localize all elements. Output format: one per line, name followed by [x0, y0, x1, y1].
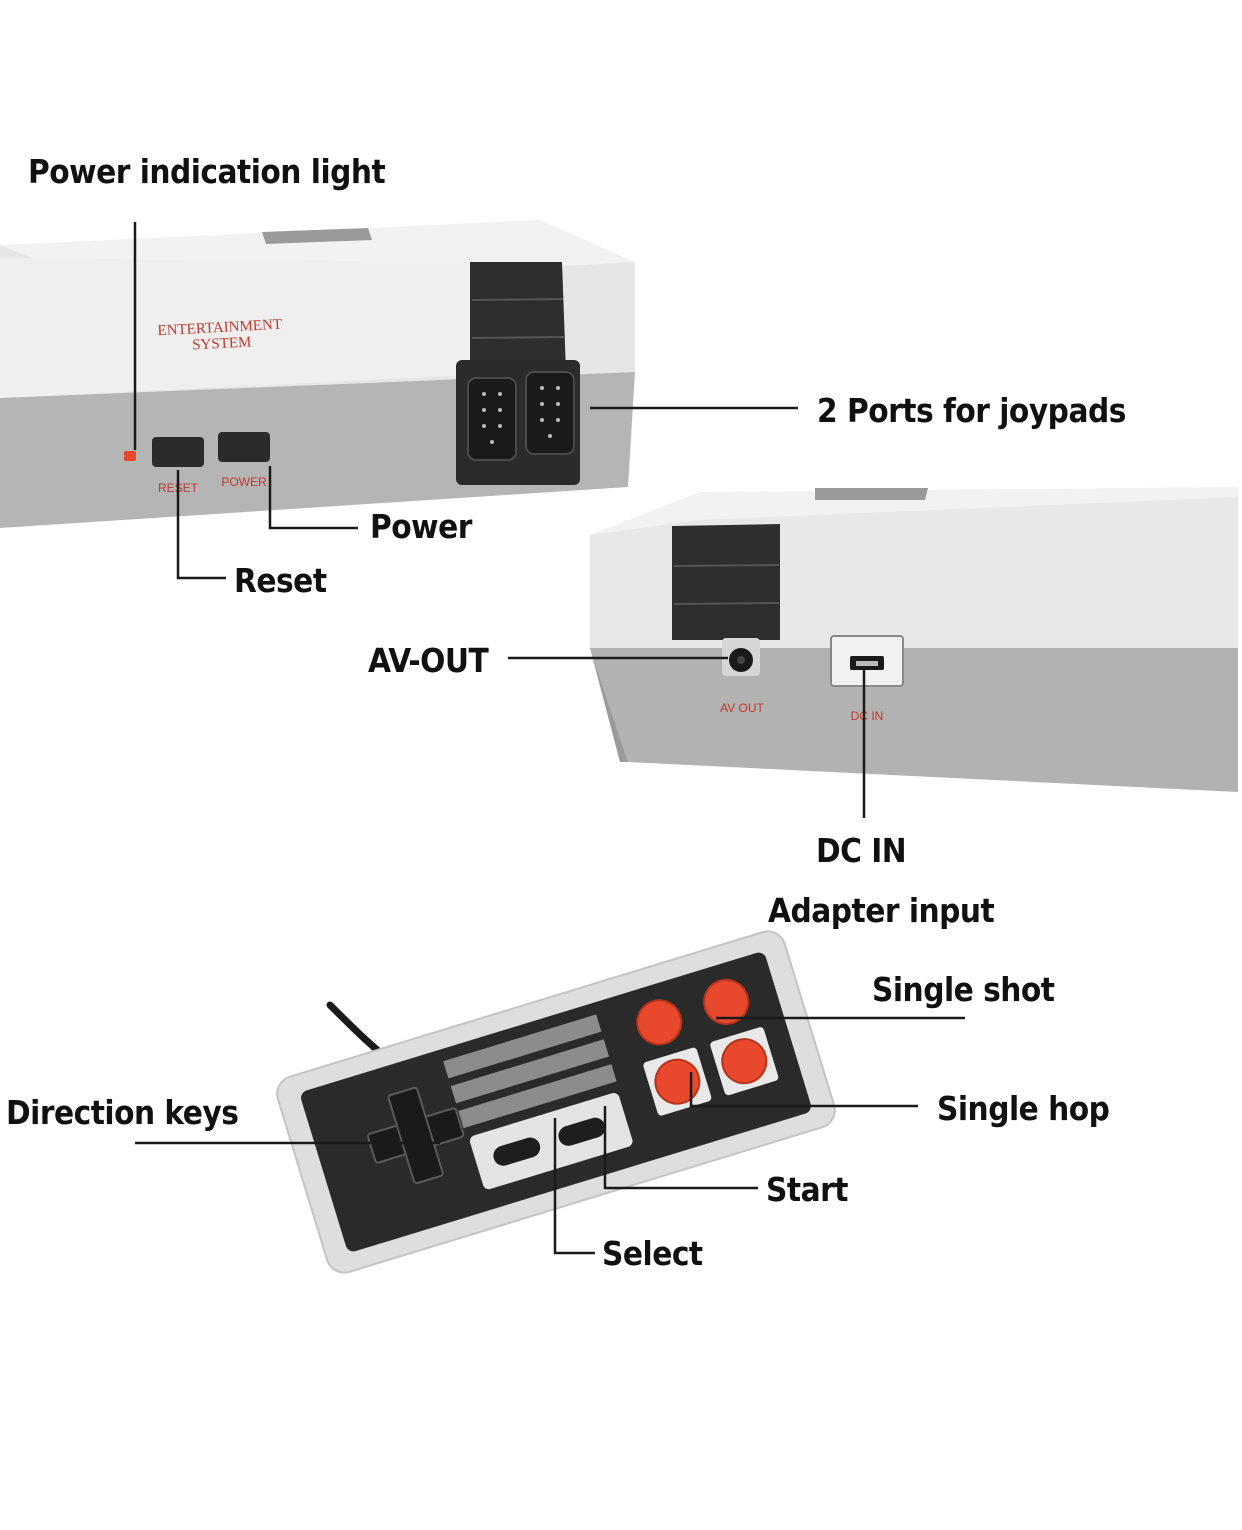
leader-select	[553, 1118, 595, 1255]
hop-button	[654, 1058, 701, 1105]
turbo-shot-button	[703, 978, 750, 1025]
joypad-port-1	[467, 377, 517, 461]
label-joypad-ports: 2 Ports for joypads	[817, 391, 1126, 430]
leader-start	[603, 1106, 758, 1190]
label-single-hop: Single hop	[937, 1089, 1110, 1128]
console-back-illustration: AV OUT DC IN	[590, 487, 1238, 792]
label-dc-in: DC IN	[816, 831, 907, 870]
power-button	[218, 432, 270, 462]
label-adapter-input: Adapter input	[768, 891, 995, 930]
av-port-label: AV OUT	[720, 701, 764, 715]
power-button-label: POWER	[221, 475, 267, 489]
turbo-hop-button	[636, 999, 683, 1046]
label-select: Select	[602, 1234, 703, 1273]
reset-button	[152, 437, 204, 467]
controller-illustration	[276, 930, 836, 1274]
leader-single-hop	[689, 1072, 918, 1108]
direction-pad	[367, 1086, 465, 1185]
select-button	[493, 1137, 541, 1166]
brand-line-1: ENTERTAINMENT	[157, 317, 282, 339]
label-single-shot: Single shot	[872, 970, 1055, 1009]
power-indicator-led	[124, 451, 136, 461]
label-av-out: AV-OUT	[368, 641, 489, 680]
shot-button	[721, 1038, 768, 1085]
leader-lines	[133, 222, 965, 1255]
dc-port-label: DC IN	[851, 709, 884, 723]
joypad-port-2	[525, 371, 575, 455]
brand-line-2: SYSTEM	[192, 334, 252, 353]
select-start-panel	[469, 1093, 633, 1190]
label-power-indication-light: Power indication light	[28, 152, 386, 191]
leader-power	[268, 466, 358, 530]
label-power: Power	[370, 507, 472, 546]
start-button	[558, 1117, 606, 1146]
label-reset: Reset	[234, 561, 327, 600]
label-start: Start	[766, 1170, 848, 1209]
label-direction-keys: Direction keys	[6, 1093, 239, 1132]
leader-reset	[176, 470, 226, 580]
console-front-illustration: ENTERTAINMENT SYSTEM RESET POWER	[0, 220, 635, 528]
